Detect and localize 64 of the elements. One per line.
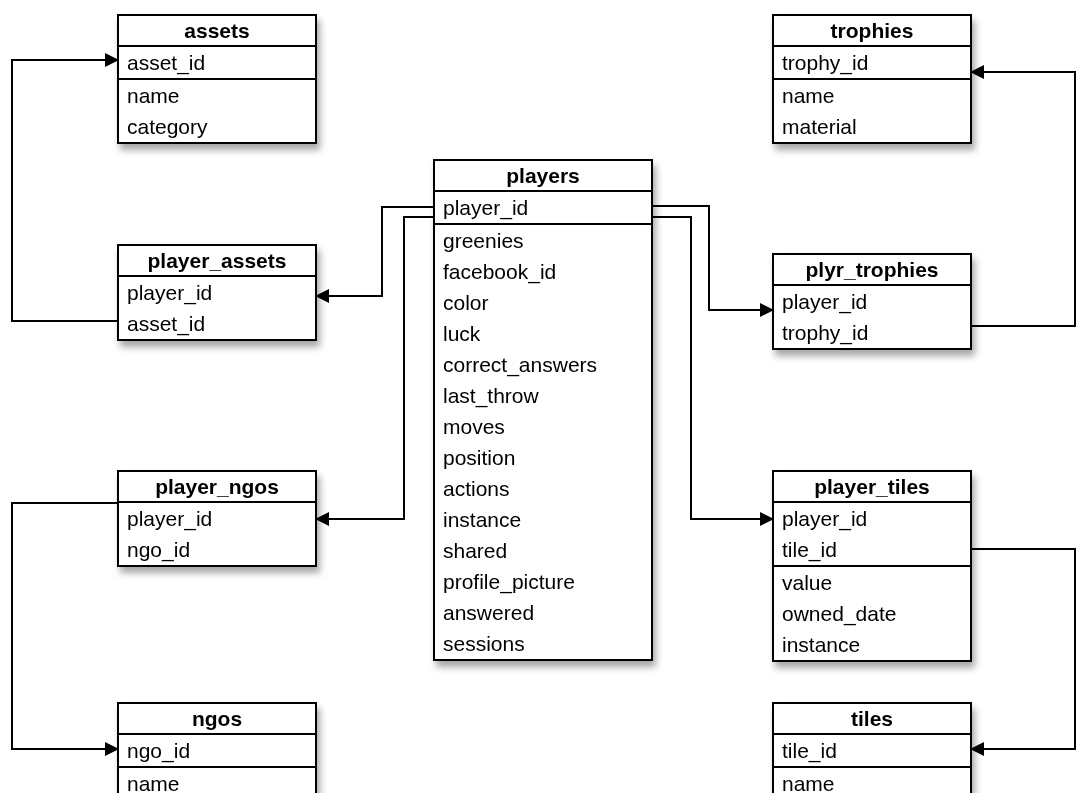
- field-name: name: [782, 771, 835, 793]
- field-name: player_id: [782, 506, 868, 533]
- entity-table: [117, 244, 317, 341]
- field-name: category: [127, 114, 208, 140]
- field-name: sessions: [443, 631, 525, 657]
- field-name: player_id: [443, 195, 529, 222]
- field-name: color: [443, 290, 489, 316]
- field-name: tile_id: [782, 738, 837, 765]
- field-section: [119, 275, 315, 339]
- table-name: players: [505, 163, 581, 189]
- field-name: tile_id: [782, 537, 837, 564]
- field-section: [119, 45, 315, 78]
- field-name: last_throw: [443, 383, 539, 410]
- table-name: plyr_trophies: [804, 257, 940, 283]
- field-section: [774, 766, 970, 793]
- entity-table: [772, 14, 972, 144]
- field-name: instance: [443, 507, 522, 533]
- field-section: [119, 733, 315, 766]
- field-name: position: [443, 445, 516, 471]
- field-name: name: [127, 771, 180, 793]
- table-name: trophies: [829, 18, 915, 44]
- field-name: player_id: [127, 280, 213, 307]
- field-name: correct_answers: [443, 352, 598, 379]
- field-name: trophy_id: [782, 320, 869, 347]
- field-section: [774, 733, 970, 766]
- field-name: asset_id: [127, 50, 206, 77]
- entity-table: [772, 702, 972, 793]
- field-name: profile_picture: [443, 569, 575, 596]
- field-name: moves: [443, 414, 505, 440]
- field-name: greenies: [443, 228, 524, 254]
- field-name: name: [782, 83, 835, 109]
- entity-table: [772, 253, 972, 350]
- table-name: ngos: [190, 706, 244, 732]
- entity-table: [117, 14, 317, 144]
- field-name: shared: [443, 538, 508, 564]
- table-name: player_assets: [146, 248, 288, 274]
- field-name: value: [782, 570, 833, 596]
- field-section: [774, 284, 970, 348]
- field-name: trophy_id: [782, 50, 869, 77]
- field-name: ngo_id: [127, 738, 191, 765]
- table-name: assets: [183, 18, 251, 44]
- field-section: [435, 190, 651, 223]
- entity-table: [772, 470, 972, 662]
- table-name: player_ngos: [154, 474, 280, 500]
- field-name: owned_date: [782, 601, 897, 628]
- table-name: player_tiles: [813, 474, 931, 500]
- field-name: ngo_id: [127, 537, 191, 564]
- field-name: facebook_id: [443, 259, 557, 286]
- field-name: asset_id: [127, 311, 206, 338]
- field-name: luck: [443, 321, 481, 347]
- entity-table: [117, 702, 317, 793]
- field-name: player_id: [782, 289, 868, 316]
- field-name: instance: [782, 632, 861, 658]
- field-name: name: [127, 83, 180, 109]
- field-name: material: [782, 114, 857, 140]
- field-section: [774, 501, 970, 565]
- field-section: [774, 45, 970, 78]
- field-name: player_id: [127, 506, 213, 533]
- entity-table: [117, 470, 317, 567]
- field-name: answered: [443, 600, 535, 626]
- field-name: actions: [443, 476, 510, 502]
- table-name: tiles: [850, 706, 894, 732]
- field-section: [119, 501, 315, 565]
- field-section: [119, 766, 315, 793]
